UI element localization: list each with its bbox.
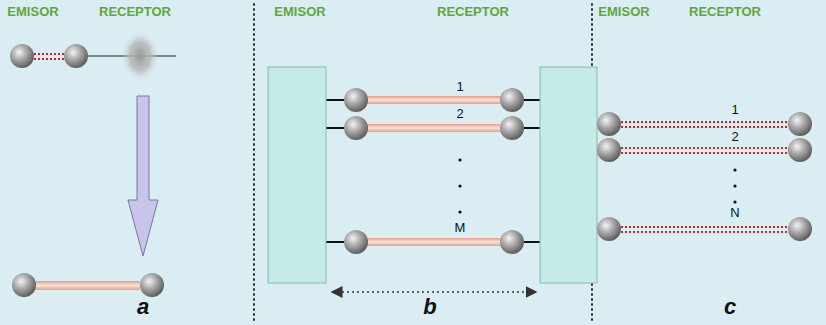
side-label: RECEPTOR xyxy=(437,5,509,20)
panel-letter: a xyxy=(137,294,149,319)
channel-number: M xyxy=(455,221,466,236)
channel-number: 1 xyxy=(456,80,463,95)
panel-letter: c xyxy=(724,294,736,319)
pair-number: 1 xyxy=(731,103,738,118)
side-label: RECEPTOR xyxy=(689,5,761,20)
side-label: RECEPTOR xyxy=(99,5,171,20)
side-label: EMISOR xyxy=(598,5,649,20)
channel-number: 2 xyxy=(456,107,463,122)
side-label: EMISOR xyxy=(7,5,58,20)
pair-number: 2 xyxy=(731,130,738,145)
side-label: EMISOR xyxy=(274,5,325,20)
panel-letter: b xyxy=(423,294,436,319)
pair-number: N xyxy=(730,206,739,221)
